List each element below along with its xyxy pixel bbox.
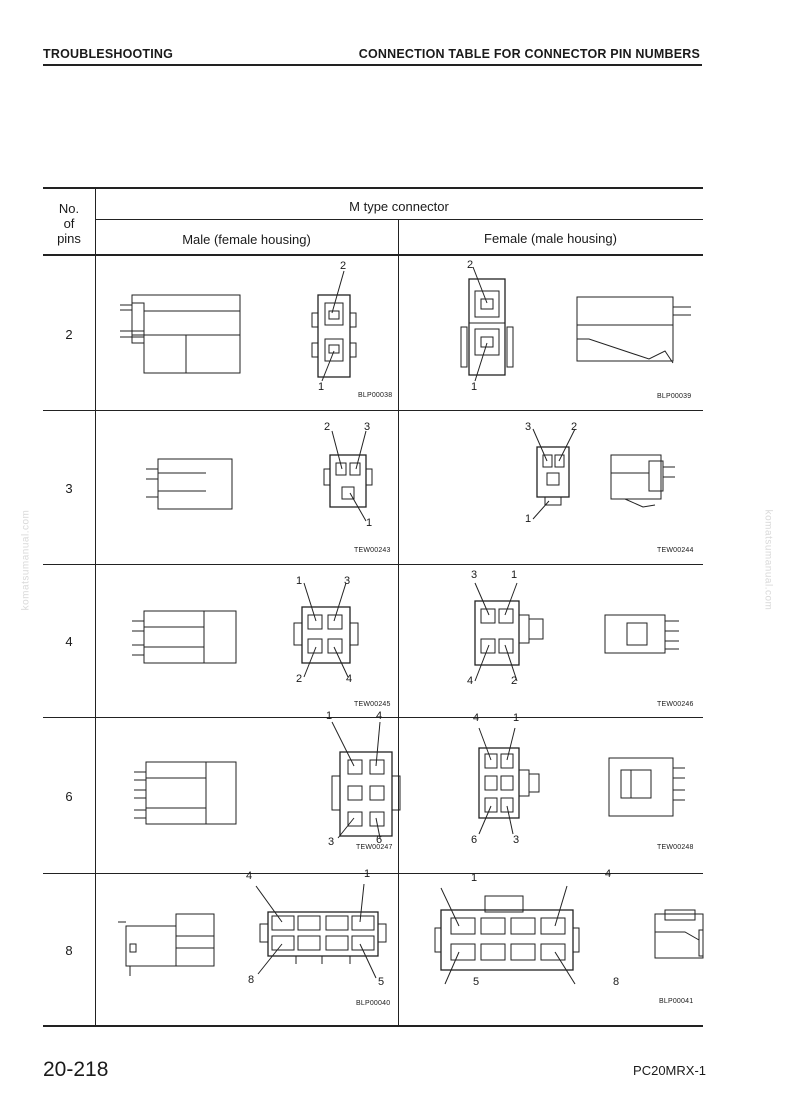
pin-label: 3 (328, 836, 335, 848)
page-number: 20-218 (43, 1058, 109, 1081)
row-rule (43, 717, 703, 718)
pin-label: 1 (318, 381, 325, 393)
row-pins-4: 4 (65, 634, 73, 649)
row3-female-diagram: 3 2 1 TEW00244 (399, 411, 703, 564)
pin-label: 1 (511, 569, 518, 581)
pin-label: 6 (471, 834, 478, 846)
row-pins-8: 8 (65, 943, 73, 958)
connector-drawing (474, 582, 679, 682)
pin-label: 3 (525, 421, 532, 433)
connector-drawing (434, 885, 704, 985)
pin-label: 2 (340, 260, 347, 272)
row8-female-diagram: 1 4 5 8 BLP00041 (399, 868, 704, 1025)
pin-label: 1 (296, 575, 303, 587)
watermark-left: komatsumanual.com (20, 509, 32, 611)
row6-female-diagram: 4 1 6 3 TEW00248 (399, 712, 703, 873)
connector-drawing (120, 270, 357, 382)
pin-label: 4 (246, 870, 253, 882)
header-type-title: M type connector (349, 199, 449, 214)
row2-female-diagram: 2 1 BLP00039 (399, 255, 703, 410)
pin-label: 2 (571, 421, 578, 433)
figure-code: TEW00243 (354, 547, 391, 554)
connector-drawing (134, 721, 401, 839)
connector-table: No. of pins M type connector Male (femal… (43, 187, 704, 1027)
table-header-rule (43, 254, 703, 256)
figure-code: TEW00246 (657, 701, 694, 708)
row8-male-diagram: 4 1 8 5 BLP00040 (96, 868, 398, 1025)
row-rule (43, 873, 703, 874)
row4-male-diagram: 1 3 2 4 TEW00245 (96, 565, 398, 717)
pin-label: 2 (324, 421, 331, 433)
pin-label: 1 (366, 517, 373, 529)
connector-drawing (146, 430, 373, 522)
header-rule (43, 64, 702, 66)
row-rule (43, 410, 703, 411)
figure-code: BLP00038 (358, 392, 393, 399)
header-pins: pins (57, 231, 81, 246)
pin-label: 8 (248, 974, 255, 986)
row-pins-6: 6 (65, 789, 73, 804)
header-no: No. (58, 201, 80, 216)
pin-label: 2 (296, 673, 303, 685)
header-of: of (63, 216, 75, 231)
pin-label: 4 (376, 710, 383, 722)
connector-drawing (460, 266, 691, 382)
row-pins-3: 3 (65, 481, 73, 496)
row4-female-diagram: 3 1 4 2 TEW00246 (399, 565, 703, 717)
pin-label: 4 (467, 675, 474, 687)
figure-code: BLP00041 (659, 998, 694, 1005)
pin-label: 4 (473, 712, 480, 724)
watermark-right: komatsumanual.com (762, 509, 774, 611)
figure-code: TEW00247 (356, 844, 393, 851)
pin-label: 1 (471, 872, 478, 884)
pin-label: 1 (471, 381, 478, 393)
pin-label: 1 (364, 868, 371, 880)
connector-drawing (132, 582, 359, 678)
pin-label: 6 (376, 834, 383, 846)
pins-column-rule (95, 187, 96, 1027)
row-rule (43, 564, 703, 565)
pin-label: 3 (471, 569, 478, 581)
header-section-title: TROUBLESHOOTING (43, 47, 174, 61)
pin-label: 3 (364, 421, 371, 433)
pin-label: 1 (326, 710, 333, 722)
table-subheader-rule (95, 219, 703, 220)
header-male: Male (female housing) (182, 232, 311, 247)
pin-label: 1 (513, 712, 520, 724)
figure-code: BLP00039 (657, 393, 692, 400)
figure-code: BLP00040 (356, 1000, 391, 1007)
pin-label: 4 (346, 673, 353, 685)
pin-label: 2 (467, 259, 474, 271)
pin-label: 3 (513, 834, 520, 846)
table-bottom-rule (43, 1025, 703, 1027)
row6-male-diagram: 1 4 3 6 TEW00247 (96, 710, 401, 873)
figure-code: TEW00244 (657, 547, 694, 554)
model-number: PC20MRX-1 (633, 1063, 706, 1078)
row2-male-diagram: 2 1 BLP00038 (96, 255, 398, 410)
pin-label: 5 (378, 976, 385, 988)
connector-drawing (532, 428, 675, 520)
header-page-title: CONNECTION TABLE FOR CONNECTOR PIN NUMBE… (358, 47, 700, 61)
figure-code: TEW00245 (354, 701, 391, 708)
header-female: Female (male housing) (484, 231, 617, 246)
pin-label: 5 (473, 976, 480, 988)
pin-label: 2 (511, 675, 518, 687)
row-pins-2: 2 (65, 327, 73, 342)
figure-code: TEW00248 (657, 844, 694, 851)
male-female-divider (398, 219, 399, 1027)
row3-male-diagram: 2 3 1 TEW00243 (96, 411, 398, 564)
table-top-rule (43, 187, 703, 189)
connector-drawing (478, 727, 685, 835)
pin-label: 8 (613, 976, 620, 988)
connector-drawing (118, 883, 387, 979)
pin-label: 4 (605, 868, 612, 880)
pin-label: 3 (344, 575, 351, 587)
pin-label: 1 (525, 513, 532, 525)
